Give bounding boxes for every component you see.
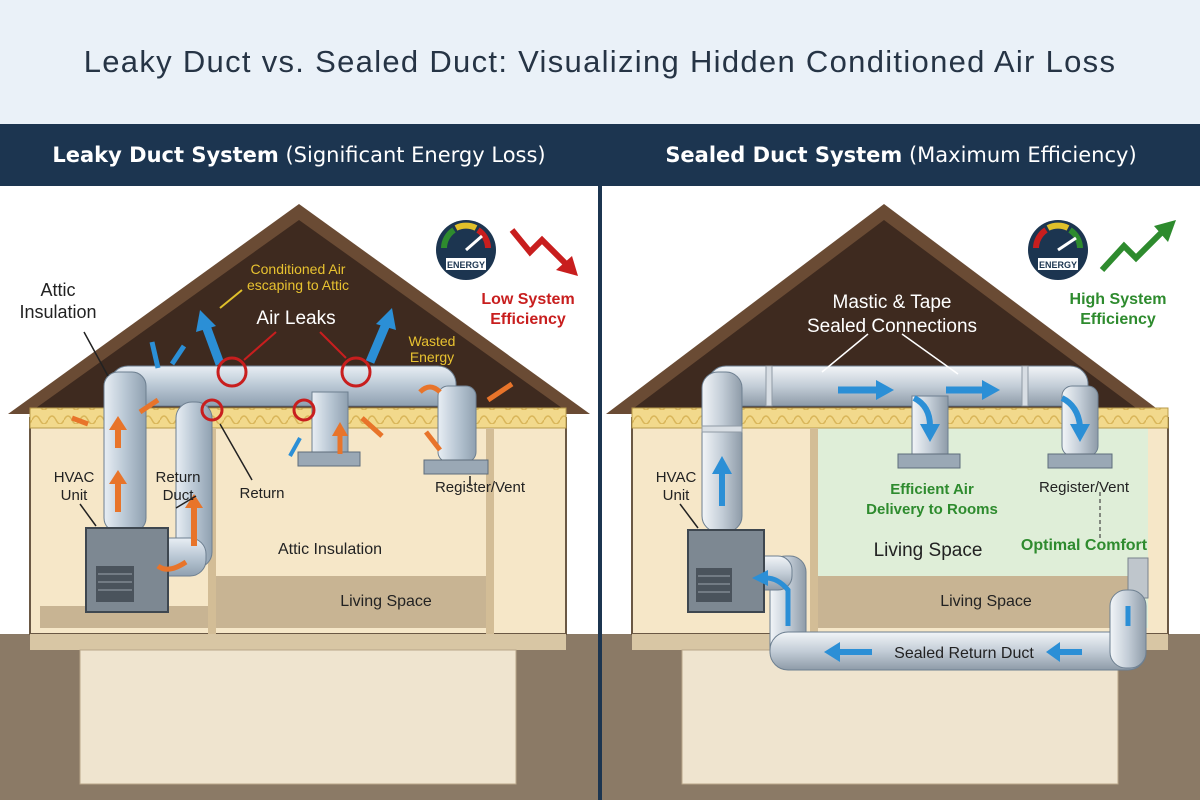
hvac-unit-label-line2: Unit <box>61 487 89 504</box>
up-arrow-icon <box>1099 220 1176 273</box>
efficient-air-label-line1: Efficient Air <box>890 481 974 498</box>
efficiency-label-line1: High System <box>1070 291 1167 308</box>
hvac-unit <box>85 527 169 613</box>
register-vent-label: Register/Vent <box>1039 479 1130 496</box>
gauge-label: ENERGY <box>1039 260 1077 270</box>
panel-divider <box>598 124 602 800</box>
attic-insulation-room-label: Attic Insulation <box>278 541 382 558</box>
sealed-header-rest: (Maximum Efficiency) <box>902 143 1137 167</box>
register-vent-label: Register/Vent <box>435 479 526 496</box>
air-leaks-label: Air Leaks <box>256 308 335 329</box>
energy-gauge-icon <box>1028 220 1088 280</box>
leader-lines <box>679 333 1101 538</box>
living-space-lower-label: Living Space <box>940 593 1032 610</box>
attic-insulation-label-line1: Attic <box>40 280 75 300</box>
return-duct-label-line2: Duct <box>163 487 195 504</box>
roof <box>8 204 590 414</box>
page-title: Leaky Duct vs. Sealed Duct: Visualizing … <box>83 44 1117 79</box>
hvac-unit <box>687 529 765 613</box>
mastic-tape-label-line1: Mastic & Tape <box>833 292 952 313</box>
attic-insulation-band <box>631 407 1169 429</box>
leaky-header-bold: Leaky Duct System <box>52 143 279 167</box>
efficiency-label-line2: Efficiency <box>490 311 566 328</box>
gauge-label: ENERGY <box>447 260 485 270</box>
energy-gauge-icon <box>436 220 496 280</box>
living-space-label: Living Space <box>340 593 432 610</box>
conditioned-air-label-line2: escaping to Attic <box>247 277 349 293</box>
leader-lines <box>79 331 471 527</box>
living-space-upper-label: Living Space <box>874 540 983 561</box>
wasted-energy-label-line2: Energy <box>410 349 454 365</box>
attic-insulation-label-line2: Insulation <box>19 302 96 322</box>
leaky-header-rest: (Significant Energy Loss) <box>278 143 546 167</box>
return-label: Return <box>239 485 284 502</box>
title-bar <box>0 0 1200 124</box>
leaky-duct-diagram: ENERGY Attic Insulation Conditioned Air … <box>0 186 598 800</box>
roof <box>606 204 1164 414</box>
wasted-energy-label-line1: Wasted <box>409 333 456 349</box>
interior-walls <box>810 428 1149 634</box>
leaky-panel-header: Leaky Duct System (Significant Energy Lo… <box>0 124 598 186</box>
efficiency-label-line1: Low System <box>481 291 574 308</box>
conditioned-air-label-line1: Conditioned Air <box>251 261 346 277</box>
leak-markers <box>200 289 372 422</box>
airflow-arrows <box>712 380 1131 662</box>
efficient-air-label-line2: Delivery to Rooms <box>866 501 998 518</box>
down-arrow-icon <box>509 228 578 276</box>
return-duct-label-line1: Return <box>155 469 200 486</box>
optimal-comfort-label: Optimal Comfort <box>1021 537 1148 554</box>
hvac-unit-label-line1: HVAC <box>54 469 95 486</box>
sealed-header-bold: Sealed Duct System <box>665 143 903 167</box>
hvac-unit-label-line2: Unit <box>663 487 691 504</box>
sealed-return-duct-label: Sealed Return Duct <box>894 645 1034 662</box>
hvac-unit-label-line1: HVAC <box>656 469 697 486</box>
foundation <box>30 634 566 785</box>
sealed-panel-header: Sealed Duct System (Maximum Efficiency) <box>602 124 1200 186</box>
airflow-arrows <box>71 308 514 572</box>
efficiency-label-line2: Efficiency <box>1080 311 1156 328</box>
mastic-tape-label-line2: Sealed Connections <box>807 316 977 337</box>
sealed-duct-diagram: ENERGY Mastic & Tape Sealed Connections … <box>602 186 1200 800</box>
